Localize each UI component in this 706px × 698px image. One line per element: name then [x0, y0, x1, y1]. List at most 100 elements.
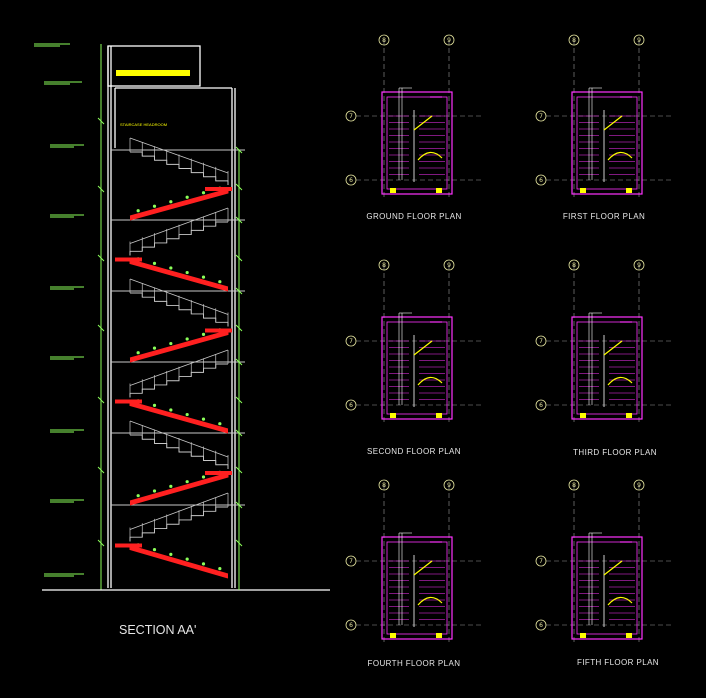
stair-section-cut	[129, 400, 229, 434]
grid-bubble-label: 6	[539, 402, 543, 409]
plan-title: THIRD FLOOR PLAN	[573, 448, 657, 457]
nosing-marker	[201, 275, 206, 279]
walking-line	[603, 340, 633, 386]
walking-line	[413, 115, 443, 161]
grid-bubble	[633, 479, 645, 491]
nosing-marker	[185, 337, 189, 341]
floor-slabs	[111, 149, 245, 506]
landing-slab	[115, 257, 142, 262]
nosing-marker	[136, 494, 140, 498]
column-mark	[436, 413, 442, 418]
grid-bubble	[443, 479, 455, 491]
grid-bubble-label: 9	[637, 37, 641, 44]
plan-title: GROUND FLOOR PLAN	[366, 212, 461, 221]
nosing-marker	[169, 484, 173, 488]
nosing-marker	[201, 475, 206, 479]
stairwell-wall	[571, 91, 643, 195]
grid-bubble	[568, 479, 580, 491]
grid-bubble	[633, 259, 645, 271]
stairwell-inner-wall	[576, 96, 638, 190]
grid-bubble-label: 6	[349, 622, 353, 629]
handrail	[129, 137, 229, 174]
grid-bubble-label: 6	[539, 177, 543, 184]
column-mark	[436, 188, 442, 193]
nosing-marker	[218, 280, 222, 284]
grid-bubble	[535, 335, 547, 347]
grid-bubble	[443, 34, 455, 46]
walking-line	[603, 115, 633, 161]
stairwell-inner-wall	[386, 96, 448, 190]
handrail	[129, 278, 229, 315]
stair-section-cut	[129, 544, 229, 579]
plan-title: FOURTH FLOOR PLAN	[368, 659, 461, 668]
grid-bubble-label: 6	[539, 622, 543, 629]
nosing-marker	[136, 209, 140, 213]
grid-bubble	[535, 110, 547, 122]
stair-flight	[115, 492, 229, 579]
nosing-marker	[185, 195, 189, 199]
stairwell-inner-wall	[386, 321, 448, 415]
grid-bubble-label: 6	[349, 402, 353, 409]
stairwell-wall	[381, 316, 453, 420]
left-dimension	[97, 44, 105, 590]
landing-slab	[115, 543, 142, 548]
nosing-marker	[169, 552, 173, 556]
stairwell-inner-wall	[576, 541, 638, 635]
grid-bubble	[345, 174, 357, 186]
nosing-marker	[152, 548, 157, 552]
stairwell-inner-wall	[576, 321, 638, 415]
stair-flight	[129, 420, 232, 506]
handrail	[129, 492, 229, 530]
stairwell-wall	[571, 536, 643, 640]
grid-bubble	[345, 335, 357, 347]
stair-section-cut	[129, 188, 229, 221]
handrail	[129, 349, 229, 386]
landing-slab	[205, 471, 232, 475]
nosing-marker	[201, 332, 206, 336]
grid-bubble	[378, 259, 390, 271]
grid-bubble-label: 9	[447, 262, 451, 269]
column-mark	[436, 633, 442, 638]
section-title: SECTION AA'	[119, 623, 196, 637]
nosing-marker	[169, 341, 173, 346]
headroom-label: STAIRCASE HEADROOM	[120, 122, 167, 127]
nosing-marker	[218, 567, 222, 571]
grid-bubble-label: 8	[572, 262, 576, 269]
grid-bubble-label: 7	[539, 113, 543, 120]
landing-slab	[205, 328, 232, 333]
plan-title: FIFTH FLOOR PLAN	[577, 658, 659, 667]
plan-title: SECOND FLOOR PLAN	[367, 447, 461, 456]
landing-slab	[205, 187, 232, 191]
stair-flights	[115, 137, 232, 579]
column-mark	[626, 188, 632, 193]
grid-bubble	[345, 555, 357, 567]
column-mark	[390, 413, 396, 418]
nosing-marker	[185, 557, 189, 561]
nosing-marker	[152, 204, 157, 208]
stair-section-cut	[129, 258, 229, 292]
grid-bubble-label: 7	[349, 338, 353, 345]
column-mark	[626, 413, 632, 418]
nosing-marker	[169, 266, 173, 270]
grid-bubble	[345, 110, 357, 122]
nosing-marker	[185, 480, 189, 484]
grid-bubble	[535, 619, 547, 631]
right-dimension	[235, 146, 243, 590]
grid-bubble-label: 7	[539, 338, 543, 345]
section-aa: STAIRCASE HEADROOM SECTION AA'	[34, 43, 330, 637]
stairwell-wall	[381, 536, 453, 640]
grid-bubble-label: 6	[349, 177, 353, 184]
column-mark	[580, 188, 586, 193]
grid-bubble-label: 8	[572, 37, 576, 44]
column-mark	[390, 188, 396, 193]
grid-bubble	[345, 399, 357, 411]
nosing-marker	[218, 422, 222, 426]
